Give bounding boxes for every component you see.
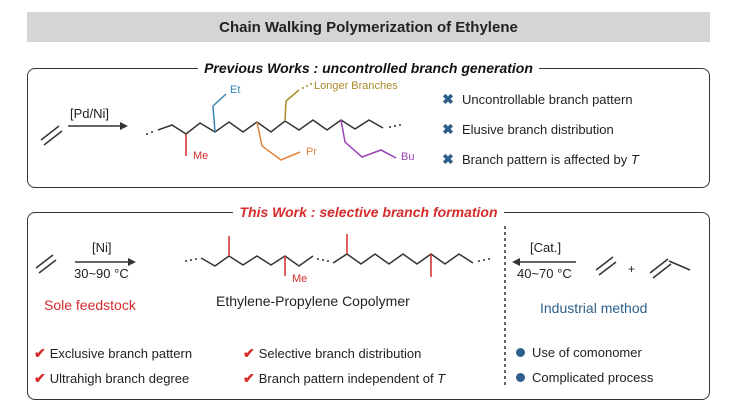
me-label-this: Me (292, 273, 308, 285)
drawback-1: Use of comonomer (516, 345, 642, 360)
product-name: Ethylene-Propylene Copolymer (216, 293, 410, 309)
longer-branch-dots (302, 83, 312, 89)
reaction-arrow-this (75, 258, 136, 266)
feature-3: ✔ Ultrahigh branch degree (34, 370, 190, 386)
methyl-branches (228, 234, 432, 277)
catalyst-industrial: [Cat.] (530, 240, 562, 255)
feature-1: ✔ Exclusive branch pattern (34, 345, 193, 361)
polymer-backbone-prev (157, 119, 384, 135)
feature-4: ✔ Branch pattern independent of T (243, 370, 446, 386)
copolymer-dots-left (185, 258, 197, 262)
catalyst-prev: [Pd/Ni] (70, 106, 110, 121)
et-branch (212, 93, 227, 133)
check-icon: ✔ (34, 370, 46, 386)
copolymer-dots-right (478, 258, 490, 262)
bullet-dot-icon (516, 348, 525, 357)
ethylene-icon-this (35, 254, 57, 274)
cross-icon: ✖ (442, 91, 454, 107)
this-work-label: This Work : selective branch formation (233, 204, 504, 220)
cross-icon: ✖ (442, 121, 454, 137)
temperature-this: 30~90 °C (74, 266, 129, 281)
copolymer-backbone-1 (200, 255, 314, 267)
reaction-arrow-prev (68, 122, 128, 130)
sole-feedstock-label: Sole feedstock (44, 297, 136, 313)
plus-sign: + (628, 262, 636, 276)
this-work-panel: This Work : selective branch formation (27, 204, 710, 400)
bu-label: Bu (401, 151, 415, 163)
pr-branch (256, 121, 301, 161)
ethylene-icon-industrial (595, 256, 617, 276)
drawback-2: Complicated process (516, 370, 653, 385)
propylene-icon (649, 258, 691, 279)
previous-works-label: Previous Works : uncontrolled branch gen… (198, 60, 539, 76)
previous-works-panel: Previous Works : uncontrolled branch gen… (27, 60, 710, 188)
prev-bullet-2: ✖ Elusive branch distribution (442, 121, 614, 137)
temperature-symbol: T (630, 152, 639, 167)
temperature-symbol: T (437, 371, 446, 386)
backbone-dots (146, 124, 401, 135)
prev-bullet-3: ✖ Branch pattern is affected by T (442, 151, 639, 167)
pr-label: Pr (306, 146, 317, 158)
industrial-method-label: Industrial method (540, 300, 648, 316)
check-icon: ✔ (243, 370, 255, 386)
check-icon: ✔ (34, 345, 46, 361)
cross-icon: ✖ (442, 151, 454, 167)
bu-branch (340, 119, 397, 159)
ethylene-icon-prev (40, 125, 63, 146)
feature-2: ✔ Selective branch distribution (243, 345, 422, 361)
bullet-dot-icon (516, 373, 525, 382)
prev-bullet-1: ✖ Uncontrollable branch pattern (442, 91, 633, 107)
longer-branches-label: Longer Branches (314, 80, 398, 92)
me-label-prev: Me (193, 150, 209, 162)
copolymer-dots-mid (317, 258, 329, 262)
figure-title: Chain Walking Polymerization of Ethylene (27, 12, 710, 42)
et-label: Et (230, 84, 241, 96)
longer-branch (284, 89, 300, 122)
temperature-industrial: 40~70 °C (517, 266, 572, 281)
reaction-arrow-industrial (512, 258, 576, 266)
copolymer-backbone-2 (332, 253, 474, 265)
catalyst-this: [Ni] (92, 240, 112, 255)
check-icon: ✔ (243, 345, 255, 361)
